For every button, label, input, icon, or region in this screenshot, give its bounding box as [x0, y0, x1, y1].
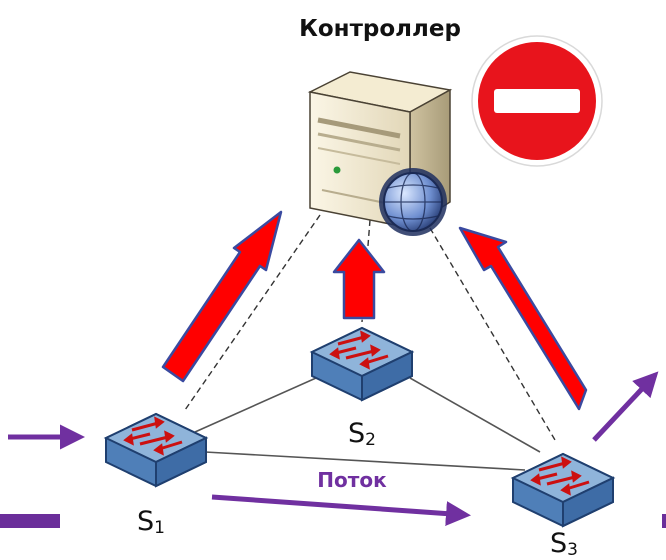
controller-label: Контроллер [299, 16, 461, 42]
switch-label-s1: S1 [137, 506, 165, 538]
request-arrow-s1 [161, 210, 283, 383]
network-links [194, 373, 541, 471]
globe-icon [379, 168, 447, 236]
slide-bar-right [662, 514, 666, 528]
link-s1-s2 [194, 373, 326, 433]
link-s1-s3 [204, 451, 526, 471]
flow-arrow [211, 494, 471, 527]
switch-s3[interactable] [511, 452, 615, 528]
switch-s2[interactable] [310, 326, 414, 402]
control-link-s3 [429, 227, 556, 441]
request-arrow-s3 [458, 226, 588, 411]
outgoing-flow-arrow [592, 371, 659, 442]
flow-label: Поток [317, 468, 387, 492]
request-arrow-s2 [332, 238, 386, 320]
no-entry-sign-icon [471, 35, 603, 167]
flow-arrows [8, 371, 659, 527]
slide-bar-left [0, 514, 60, 528]
link-s2-s3 [409, 377, 541, 453]
switch-s1[interactable] [104, 412, 208, 488]
switch-label-s3: S3 [550, 528, 578, 560]
request-arrows [161, 210, 588, 411]
switch-label-s2: S2 [348, 418, 376, 450]
